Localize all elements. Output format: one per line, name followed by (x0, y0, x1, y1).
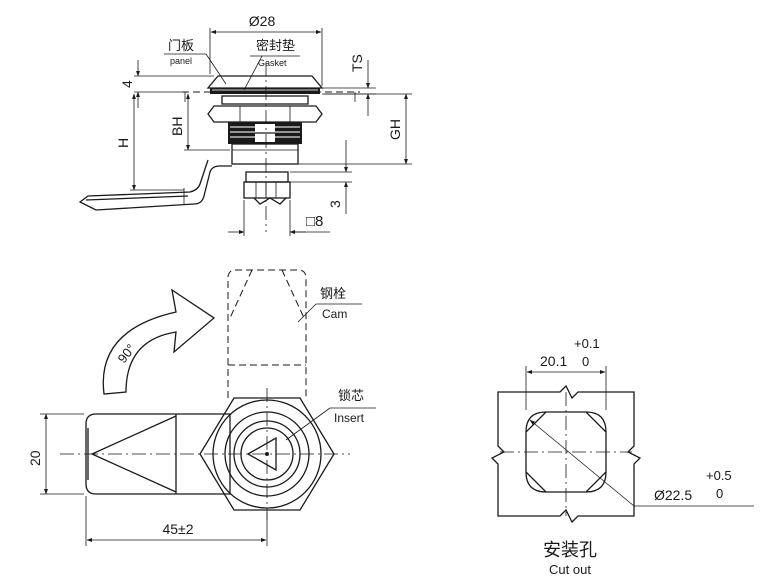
label-cam-en: Cam (322, 307, 347, 321)
cutout-title-en: Cut out (549, 562, 591, 577)
dim-cutout-tol-lower: 0 (582, 354, 589, 369)
dim-cutout-width: 20.1 (540, 353, 567, 369)
dim-ts: TS (349, 54, 365, 72)
dim-square-8: □8 (306, 213, 323, 230)
cam-lever (78, 159, 232, 211)
cam-rotated-outline (227, 269, 307, 398)
side-view: Ø28 门板 panel 密封垫 Gasket 4 TS H BH (78, 13, 412, 236)
dim-cutout-tol-upper: +0.1 (574, 336, 600, 351)
cutout-title-cn: 安装孔 (543, 540, 597, 561)
rotation-label: 90° (115, 341, 139, 366)
front-view: 钢栓 Cam 90° 锁芯 Insert 20 (27, 269, 376, 546)
dim-bh: BH (169, 117, 185, 136)
label-cam-cn: 钢栓 (320, 287, 346, 302)
dim-cutout-dia-tol-lower: 0 (716, 486, 723, 501)
dim-cutout-dia-tol-upper: +0.5 (706, 468, 732, 483)
label-insert-cn: 锁芯 (338, 388, 364, 404)
rotation-arrow (102, 288, 216, 395)
dim-4: 4 (119, 80, 135, 88)
dim-gh: GH (387, 119, 403, 140)
cutout-view: 20.1 +0.1 0 Ø22.5 +0.5 0 安装孔 Cut out (490, 336, 754, 577)
dim-3: 3 (327, 200, 343, 208)
dim-20: 20 (27, 450, 43, 466)
dim-diameter-28: Ø28 (249, 13, 276, 29)
dim-h: H (115, 138, 131, 148)
dim-cutout-diameter: Ø22.5 (654, 487, 692, 503)
hex-nut (207, 105, 323, 123)
label-panel-cn: 门板 (168, 39, 194, 54)
label-gasket-en: Gasket (258, 58, 287, 68)
label-insert-en: Insert (334, 411, 365, 425)
label-gasket-cn: 密封垫 (256, 38, 295, 54)
label-panel-en: panel (170, 56, 192, 66)
dim-45: 45±2 (162, 521, 193, 537)
